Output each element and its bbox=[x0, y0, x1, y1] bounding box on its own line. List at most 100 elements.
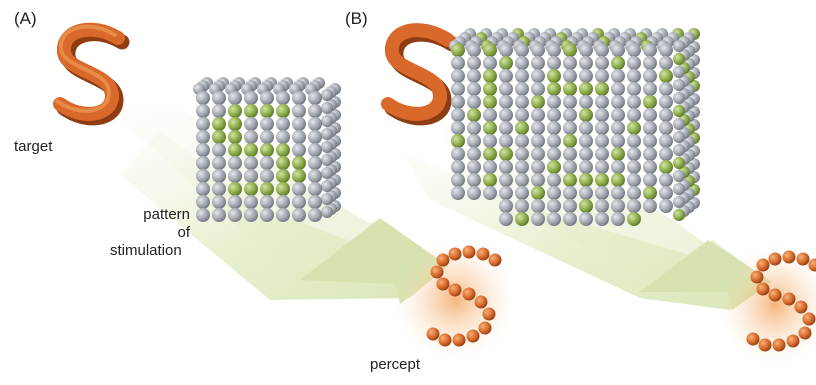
electrode bbox=[595, 56, 609, 70]
phosphene bbox=[479, 322, 492, 335]
electrode-active bbox=[611, 173, 625, 187]
electrode bbox=[531, 147, 545, 161]
electrode bbox=[563, 160, 577, 174]
electrode-active bbox=[611, 56, 625, 70]
phosphene bbox=[467, 330, 480, 343]
electrode bbox=[467, 186, 481, 200]
panel-label-a: (A) bbox=[14, 10, 37, 27]
electrode bbox=[321, 115, 333, 127]
electrode bbox=[499, 95, 513, 109]
phosphene bbox=[437, 254, 450, 267]
electrode bbox=[673, 40, 685, 52]
phosphene bbox=[799, 327, 812, 340]
electrode bbox=[595, 69, 609, 83]
electrode bbox=[451, 186, 465, 200]
electrode bbox=[659, 95, 673, 109]
electrode bbox=[499, 121, 513, 135]
electrode-active bbox=[627, 212, 641, 226]
electrode bbox=[467, 56, 481, 70]
electrode bbox=[643, 160, 657, 174]
electrode bbox=[643, 199, 657, 213]
electrode bbox=[308, 117, 322, 131]
electrode bbox=[451, 95, 465, 109]
electrode bbox=[627, 82, 641, 96]
electrode bbox=[547, 186, 561, 200]
electrode bbox=[579, 69, 593, 83]
electrode bbox=[659, 134, 673, 148]
electrode-active bbox=[467, 108, 481, 122]
electrode-active bbox=[579, 199, 593, 213]
electrode bbox=[515, 95, 529, 109]
phosphene bbox=[787, 335, 800, 348]
electrode-array-a bbox=[193, 77, 341, 222]
electrode-active bbox=[563, 173, 577, 187]
electrode bbox=[244, 169, 258, 183]
electrode bbox=[228, 156, 242, 170]
electrode bbox=[212, 182, 226, 196]
electrode-active bbox=[244, 143, 258, 157]
electrode bbox=[483, 160, 497, 174]
electrode-active bbox=[483, 121, 497, 135]
electrode bbox=[531, 134, 545, 148]
phosphene bbox=[747, 333, 760, 346]
electrode bbox=[292, 130, 306, 144]
electrode bbox=[244, 91, 258, 105]
phosphene bbox=[803, 313, 816, 326]
electrode bbox=[611, 121, 625, 135]
electrode bbox=[276, 195, 290, 209]
electrode bbox=[308, 169, 322, 183]
electrode-active bbox=[611, 147, 625, 161]
electrode bbox=[659, 108, 673, 122]
electrode bbox=[260, 208, 274, 222]
electrode-active bbox=[595, 173, 609, 187]
electrode bbox=[321, 141, 333, 153]
electrode bbox=[563, 186, 577, 200]
electrode bbox=[595, 108, 609, 122]
phosphene bbox=[463, 246, 476, 259]
electrode bbox=[292, 182, 306, 196]
phosphene bbox=[439, 334, 452, 347]
electrode bbox=[308, 182, 322, 196]
electrode bbox=[531, 82, 545, 96]
phosphene bbox=[475, 296, 488, 309]
phosphene bbox=[751, 271, 764, 284]
electrode bbox=[321, 180, 333, 192]
electrode bbox=[531, 160, 545, 174]
electrode bbox=[212, 208, 226, 222]
electrode bbox=[563, 212, 577, 226]
phosphene bbox=[783, 251, 796, 264]
electrode bbox=[244, 195, 258, 209]
electrode bbox=[292, 104, 306, 118]
electrode bbox=[499, 212, 513, 226]
electrode bbox=[196, 104, 210, 118]
electrode bbox=[451, 69, 465, 83]
electrode bbox=[467, 69, 481, 83]
electrode bbox=[212, 104, 226, 118]
electrode bbox=[244, 117, 258, 131]
electrode bbox=[308, 91, 322, 105]
electrode bbox=[643, 173, 657, 187]
electrode-active bbox=[292, 156, 306, 170]
pattern-label-line3: stimulation bbox=[110, 242, 182, 259]
phosphene bbox=[783, 293, 796, 306]
electrode bbox=[321, 206, 333, 218]
electrode bbox=[212, 169, 226, 183]
electrode bbox=[228, 91, 242, 105]
percept-label: percept bbox=[370, 356, 420, 373]
electrode-active bbox=[244, 182, 258, 196]
electrode bbox=[531, 212, 545, 226]
electrode bbox=[579, 147, 593, 161]
electrode bbox=[196, 195, 210, 209]
electrode bbox=[595, 212, 609, 226]
electrode-active bbox=[483, 43, 497, 57]
electrode bbox=[673, 144, 685, 156]
electrode bbox=[467, 43, 481, 57]
electrode bbox=[212, 143, 226, 157]
electrode bbox=[547, 56, 561, 70]
electrode bbox=[260, 156, 274, 170]
electrode bbox=[673, 66, 685, 78]
electrode bbox=[260, 130, 274, 144]
electrode bbox=[627, 56, 641, 70]
target-label: target bbox=[14, 138, 52, 155]
phosphene bbox=[773, 339, 786, 352]
